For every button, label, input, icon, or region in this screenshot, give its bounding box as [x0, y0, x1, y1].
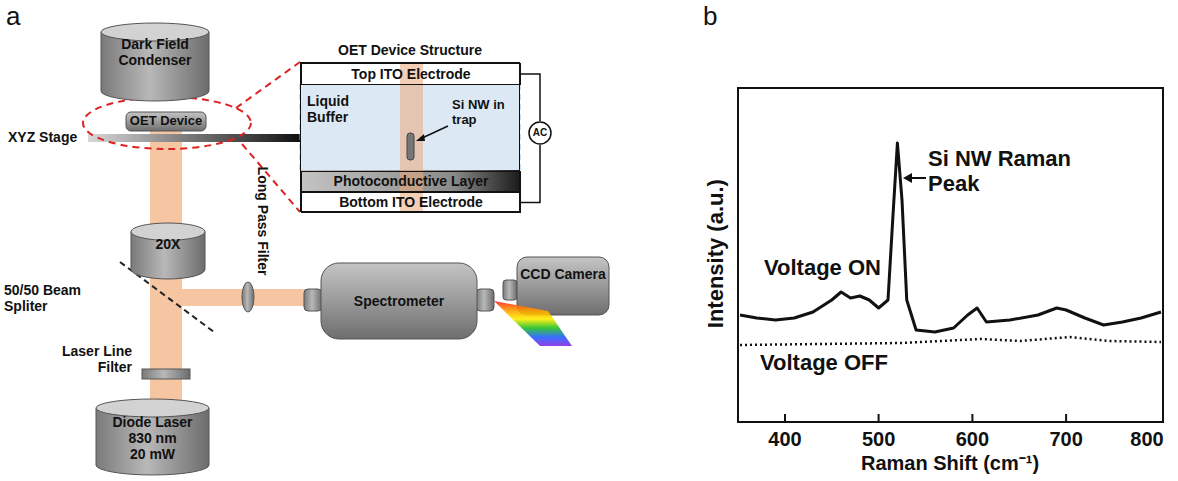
oet-device: OET Device	[125, 111, 207, 132]
node-text: Bottom ITO Electrode	[339, 194, 483, 210]
zoom-ellipse	[83, 97, 251, 149]
ac-source: AC	[528, 121, 552, 145]
objective-lens: 20X	[130, 222, 206, 280]
node-text: OET Device Structure	[301, 42, 519, 58]
oet-structure-inset: OET Device StructureTop ITO ElectrodeLiq…	[300, 62, 520, 212]
tick-label: 700	[1036, 428, 1096, 451]
diode-laser: Diode Laser830 nm20 mW	[95, 398, 210, 476]
wire	[521, 145, 540, 203]
panel-letter: b	[703, 2, 717, 32]
part-label: 50/50 Beam Spliter	[4, 282, 108, 314]
tick-label: 400	[755, 428, 815, 451]
tick-label: 800	[1120, 428, 1174, 451]
node-text: Diode Laser	[112, 414, 192, 430]
spectrometer: Spectrometer	[320, 262, 478, 340]
node-text: 20 mW	[130, 446, 175, 462]
leader-line	[910, 177, 926, 179]
node-text: 830 nm	[128, 430, 176, 446]
zoom-line	[236, 62, 300, 108]
node-text: CCD Camera	[520, 266, 606, 282]
spectrometer-port	[476, 289, 494, 311]
voltage-on-curve	[740, 143, 1161, 332]
node-text: Liquid Buffer	[307, 93, 367, 125]
axis-title: Raman Shift (cm⁻¹)	[800, 452, 1100, 475]
node-text: Spectrometer	[354, 293, 444, 309]
series-label: Voltage OFF	[760, 350, 888, 375]
nanowire	[407, 133, 414, 160]
laser-line-filter	[142, 369, 190, 379]
axis-title: Intensity (a.u.)	[703, 154, 728, 354]
node-text: Top ITO Electrode	[351, 66, 470, 82]
part-label: Long Pass Filter	[255, 165, 271, 277]
top-electrode: Top ITO Electrode	[301, 63, 521, 85]
node-text: Photoconductive Layer	[334, 173, 489, 189]
part-label: Laser Line Filter	[36, 343, 132, 375]
panel-letter: a	[6, 2, 20, 32]
ccd-camera: CCD Camera	[516, 256, 610, 316]
wire	[521, 74, 540, 121]
camera-port	[503, 280, 517, 300]
node-text: 20X	[156, 236, 181, 252]
node-text: Dark Field Condenser	[107, 36, 203, 68]
tick-label: 600	[942, 428, 1002, 451]
bottom-electrode: Bottom ITO Electrode	[301, 192, 521, 213]
long-pass-filter	[242, 282, 254, 312]
series-label: Voltage ON	[764, 255, 881, 280]
part-label: XYZ Stage	[8, 129, 88, 145]
tick-marks	[785, 414, 1066, 422]
part-label: Si NW in trap	[452, 98, 518, 128]
spectrometer-port	[304, 289, 322, 311]
voltage-off-curve	[740, 337, 1161, 345]
tick-label: 500	[849, 428, 909, 451]
photoconductive-layer: Photoconductive Layer	[301, 171, 521, 192]
node-text: OET Device	[130, 114, 202, 129]
plot-frame	[738, 88, 1163, 422]
xyz-stage	[88, 134, 300, 142]
peak-label: Si NW Raman Peak	[928, 146, 1108, 197]
condenser: Dark Field Condenser	[100, 22, 210, 102]
node-text: AC	[533, 127, 547, 139]
